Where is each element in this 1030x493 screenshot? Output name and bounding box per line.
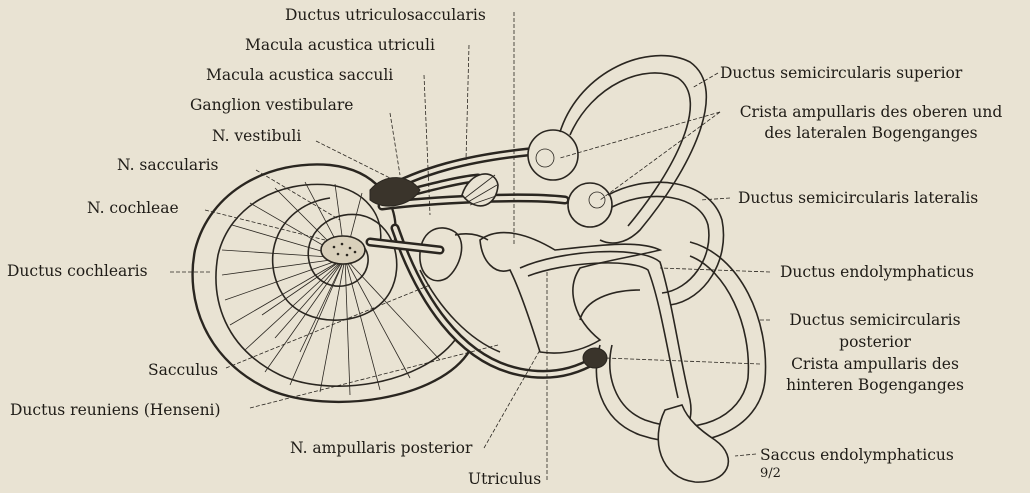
label-crista-oberen-lateralen-line2: des lateralen Bogenganges bbox=[726, 124, 1016, 142]
ampulla-posterior bbox=[583, 348, 607, 368]
label-n-saccularis: N. saccularis bbox=[117, 156, 218, 174]
label-ductus-cochlearis: Ductus cochlearis bbox=[7, 262, 148, 280]
label-utriculus: Utriculus bbox=[468, 470, 541, 488]
label-ductus-semicircularis-lateralis: Ductus semicircularis lateralis bbox=[738, 189, 978, 207]
label-ductus-semicircularis-superior: Ductus semicircularis superior bbox=[720, 64, 962, 82]
label-ductus-posterior-line2: posterior bbox=[775, 333, 975, 351]
label-ductus-endolymphaticus: Ductus endolymphaticus bbox=[780, 263, 974, 281]
label-ganglion-vestibulare: Ganglion vestibulare bbox=[190, 96, 353, 114]
label-ductus-reuniens: Ductus reuniens (Henseni) bbox=[10, 401, 221, 419]
label-macula-utriculi: Macula acustica utriculi bbox=[245, 36, 435, 54]
scale-indicator: 9/2 bbox=[760, 466, 781, 481]
ampulla-superior bbox=[528, 130, 578, 180]
label-ductus-utriculosaccularis: Ductus utriculosaccularis bbox=[285, 6, 486, 24]
label-crista-hinteren-line2: hinteren Bogenganges bbox=[765, 376, 985, 394]
label-saccus-endolymphaticus: Saccus endolymphaticus bbox=[760, 446, 954, 464]
label-ductus-posterior-line1: Ductus semicircularis bbox=[775, 311, 975, 329]
modiolus bbox=[321, 236, 365, 264]
ampulla-lateral bbox=[568, 183, 612, 227]
label-sacculus: Sacculus bbox=[148, 361, 218, 379]
label-n-vestibuli: N. vestibuli bbox=[212, 127, 301, 145]
label-crista-hinteren-line1: Crista ampullaris des bbox=[765, 355, 985, 373]
label-crista-oberen-lateralen-line1: Crista ampullaris des oberen und bbox=[726, 103, 1016, 121]
label-n-cochleae: N. cochleae bbox=[87, 199, 179, 217]
utriculus-body bbox=[480, 233, 660, 354]
label-macula-sacculi: Macula acustica sacculi bbox=[206, 66, 393, 84]
spiral-lamina-lines bbox=[222, 182, 440, 395]
saccus-endolymphaticus-shape bbox=[658, 405, 728, 482]
label-n-ampullaris-posterior: N. ampullaris posterior bbox=[290, 439, 472, 457]
